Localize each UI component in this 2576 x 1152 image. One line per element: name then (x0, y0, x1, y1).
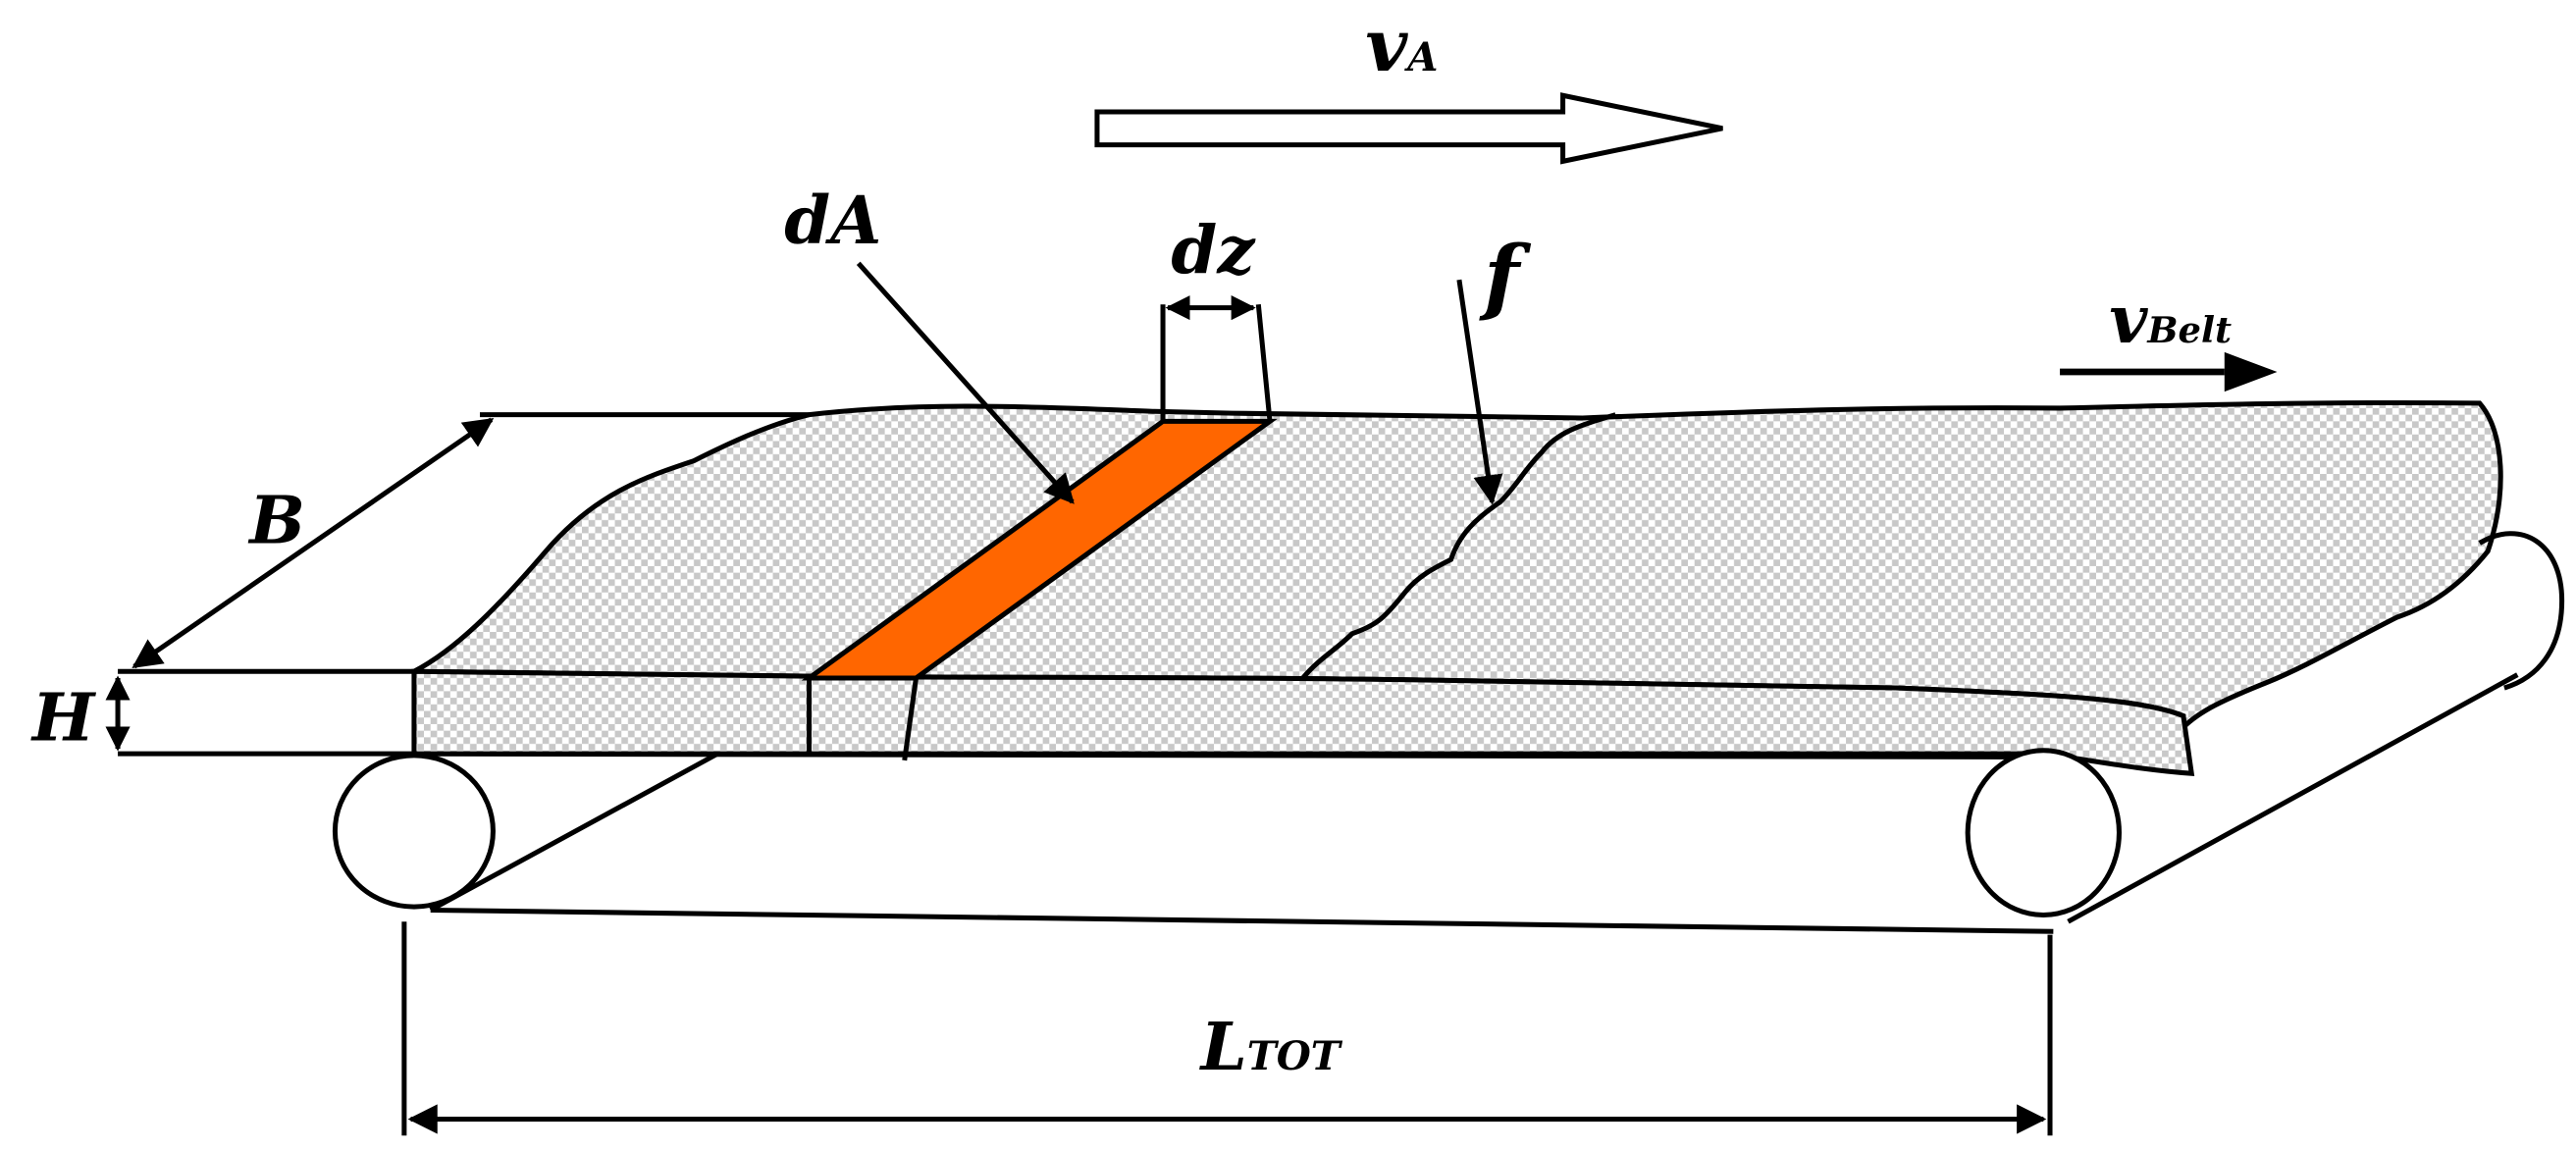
belt-back-lower-left (429, 746, 728, 913)
right-roller (1965, 531, 2565, 918)
ltot-dimension (401, 921, 2053, 1136)
label-f: f (1479, 227, 1532, 324)
f-leader-arrow (1456, 279, 1503, 505)
label-ltot: LTOT (1199, 1008, 1343, 1085)
left-roller (332, 753, 496, 910)
label-ltot-main: L (1199, 1008, 1247, 1085)
b-dimension (118, 412, 810, 674)
label-va: vA (1365, 4, 1438, 88)
label-h: H (30, 679, 97, 757)
label-va-main: v (1365, 4, 1408, 88)
va-hollow-arrow (1094, 92, 1723, 165)
dz-dimension (1160, 295, 1273, 422)
label-dz: dz (1171, 211, 1256, 288)
vbelt-arrow (2060, 351, 2278, 393)
label-da: dA (784, 182, 881, 259)
label-va-sub: A (1403, 34, 1438, 80)
label-vbelt: vBelt (2109, 281, 2232, 358)
h-dimension (105, 675, 414, 757)
belt-bottom-line (430, 907, 2054, 934)
label-vbelt-sub: Belt (2146, 308, 2232, 351)
label-b: B (247, 481, 305, 558)
material-front-face (411, 668, 2195, 776)
belt-right-lower-edge (2067, 672, 2519, 924)
label-vbelt-main: v (2109, 281, 2148, 358)
da-leader-arrow (856, 261, 1075, 504)
slice-front-face (806, 677, 919, 761)
label-ltot-sub: TOT (1247, 1033, 1343, 1079)
fracture-line (1300, 412, 1616, 680)
